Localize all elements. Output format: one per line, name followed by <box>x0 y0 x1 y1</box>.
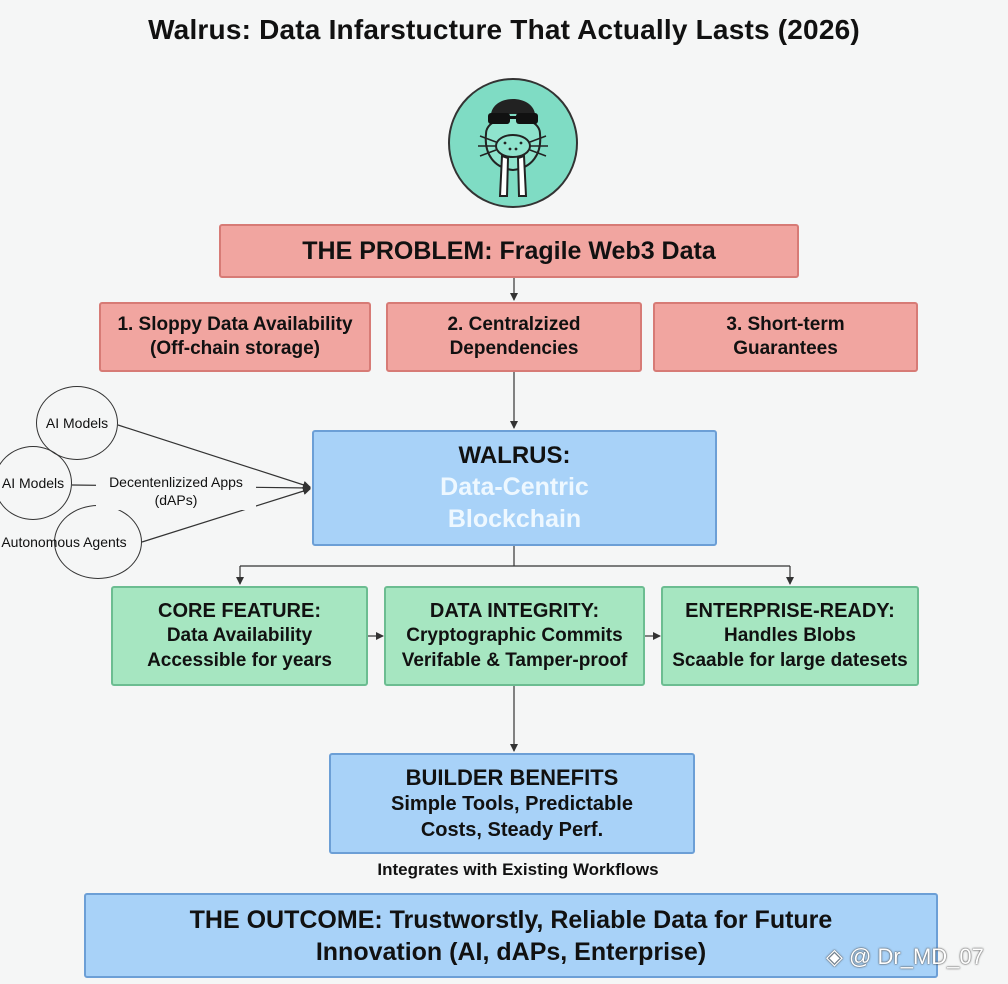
walrus-tusk-left <box>498 154 510 197</box>
problem-item-1-line2: (Off-chain storage) <box>150 338 320 359</box>
walrus-logo <box>448 78 578 208</box>
walrus-sub-2: Blockchain <box>447 505 582 534</box>
feature-core-line2: Accessible for years <box>147 649 332 671</box>
diamond-logo-icon: ◈ <box>826 944 843 969</box>
feature-integrity-heading: DATA INTEGRITY: <box>429 599 600 622</box>
dapps-label-line1: Decentenlizized Apps <box>109 474 243 490</box>
feature-enterprise: ENTERPRISE-READY: Handles Blobs Scaable … <box>661 586 919 686</box>
integrates-caption: Integrates with Existing Workflows <box>377 860 659 879</box>
input-node-autonomous-agents: Autonomous Agents <box>1 505 142 579</box>
feature-enterprise-line2: Scaable for large datesets <box>672 649 908 671</box>
feature-enterprise-line1: Handles Blobs <box>724 625 856 647</box>
walrus-beanie <box>491 99 535 114</box>
walrus-box: WALRUS: Data-Centric Blockchain <box>312 430 717 546</box>
watermark: ◈ @ Dr_MD_07 <box>826 944 984 970</box>
feature-core: CORE FEATURE: Data Availability Accessib… <box>111 586 368 686</box>
watermark-text: @ Dr_MD_07 <box>849 944 984 969</box>
problem-item-1: 1. Sloppy Data Availability (Off-chain s… <box>99 302 371 372</box>
problem-item-2: 2. Centralzized Dependencies <box>386 302 642 372</box>
feature-integrity-line1: Cryptographic Commits <box>406 625 623 647</box>
builder-benefits-line1: Simple Tools, Predictable <box>391 792 633 815</box>
problem-header-box: THE PROBLEM: Fragile Web3 Data <box>219 224 799 278</box>
input-node-3-label: Autonomous Agents <box>1 534 127 550</box>
page-title: Walrus: Data Infarstucture That Actually… <box>148 14 860 45</box>
walrus-heading: WALRUS: <box>458 441 571 469</box>
dapps-label: Decentenlizized Apps (dAPs) <box>96 474 256 510</box>
input-node-ai-models-2: AI Models <box>0 446 72 520</box>
walrus-tusk-right <box>516 154 528 197</box>
walrus-glasses-bridge <box>509 116 517 119</box>
walrus-sub-1: Data-Centric <box>440 473 589 502</box>
outcome-line1: THE OUTCOME: Trustworstly, Reliable Data… <box>189 905 833 934</box>
problem-item-2-line2: Dependencies <box>449 338 579 359</box>
dapps-label-line2: (dAPs) <box>154 491 198 508</box>
input-node-ai-models-1: AI Models <box>36 386 118 460</box>
feature-enterprise-heading: ENTERPRISE-READY: <box>685 599 895 622</box>
outcome-box: THE OUTCOME: Trustworstly, Reliable Data… <box>84 893 938 978</box>
problem-item-3-line1: 3. Short-term <box>726 313 845 335</box>
input-node-1-label: AI Models <box>45 415 109 431</box>
problem-item-2-line1: 2. Centralzized <box>447 313 581 335</box>
feature-integrity-line2: Verifable & Tamper-proof <box>401 649 628 671</box>
walrus-glasses-right <box>516 113 538 124</box>
input-node-2-label: AI Models <box>1 475 65 491</box>
feature-integrity: DATA INTEGRITY: Cryptographic Commits Ve… <box>384 586 645 686</box>
builder-benefits-line2: Costs, Steady Perf. <box>420 818 604 841</box>
problem-header: THE PROBLEM: Fragile Web3 Data <box>302 237 716 265</box>
outcome-line2: Innovation (AI, dAPs, Enterprise) <box>315 937 707 966</box>
walrus-snout <box>495 134 531 158</box>
feature-core-line1: Data Availability <box>166 625 313 647</box>
walrus-glasses-left <box>488 113 510 124</box>
feature-core-heading: CORE FEATURE: <box>158 599 321 622</box>
problem-item-3-line2: Guarantees <box>733 338 838 359</box>
problem-item-3: 3. Short-term Guarantees <box>653 302 918 372</box>
problem-item-1-line1: 1. Sloppy Data Availability <box>117 313 353 335</box>
builder-benefits-box: BUILDER BENEFITS Simple Tools, Predictab… <box>329 753 695 854</box>
builder-benefits-heading: BUILDER BENEFITS <box>405 764 619 790</box>
